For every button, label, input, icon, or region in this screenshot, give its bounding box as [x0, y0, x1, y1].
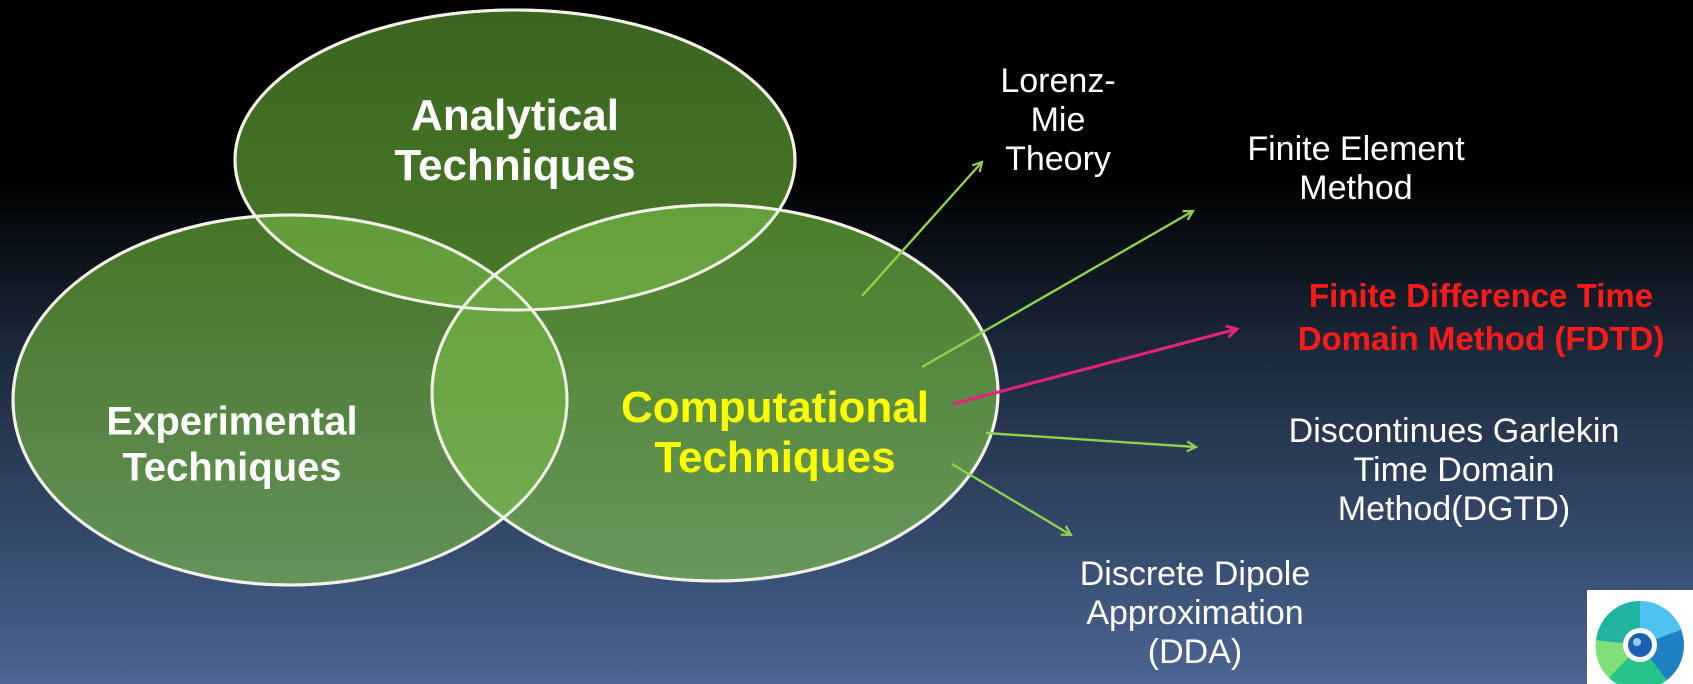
computational-label: Computational Techniques: [621, 383, 929, 483]
fem-line1: Finite Element: [1247, 130, 1465, 168]
experimental-label-line1: Experimental: [106, 399, 358, 444]
lorenz-mie-label: Lorenz- Mie Theory: [1000, 62, 1115, 179]
fem-line2: Method: [1299, 169, 1413, 208]
fdtd-line2: Domain Method (FDTD): [1297, 319, 1665, 357]
arrow-to-dgtd: [985, 431, 1196, 447]
arrow-to-dda: [951, 462, 1071, 535]
arrow-to-fem: [921, 211, 1193, 369]
dda-line3: (DDA): [1147, 633, 1243, 672]
lorenz-mie-line1: Lorenz-: [1000, 62, 1116, 100]
analytical-label-line1: Analytical: [411, 90, 619, 140]
analytical-label-line2: Techniques: [394, 141, 636, 190]
dgtd-line1: Discontinues Garlekin: [1288, 412, 1620, 450]
dgtd-line3: Method(DGTD): [1337, 490, 1571, 529]
lorenz-mie-line2: Mie: [1030, 101, 1086, 140]
arrow-to-fdtd: [952, 329, 1237, 406]
fdtd-label: Finite Difference Time Domain Method (FD…: [1298, 275, 1665, 361]
dgtd-line2: Time Domain: [1353, 451, 1555, 490]
experimental-label-line2: Techniques: [122, 445, 342, 489]
dda-line1: Discrete Dipole: [1079, 555, 1311, 593]
dda-line2: Approximation: [1086, 594, 1304, 633]
fdtd-line1: Finite Difference Time: [1308, 277, 1654, 314]
fem-label: Finite Element Method: [1247, 130, 1464, 208]
lorenz-mie-line3: Theory: [1005, 140, 1111, 179]
analytical-circle-outline: [233, 8, 797, 312]
dgtd-label: Discontinues Garlekin Time Domain Method…: [1289, 412, 1620, 529]
arrow-to-lorenz-mie: [861, 162, 982, 297]
experimental-label: Experimental Techniques: [106, 399, 357, 490]
aperture-logo-icon: [1587, 590, 1693, 684]
experimental-circle-outline: [11, 213, 569, 587]
dda-label: Discrete Dipole Approximation (DDA): [1080, 555, 1311, 672]
analytical-label: Analytical Techniques: [394, 91, 635, 191]
computational-label-line2: Techniques: [654, 433, 896, 482]
overlap-analytical-computational: [432, 205, 795, 310]
computational-label-line1: Computational: [621, 382, 929, 432]
